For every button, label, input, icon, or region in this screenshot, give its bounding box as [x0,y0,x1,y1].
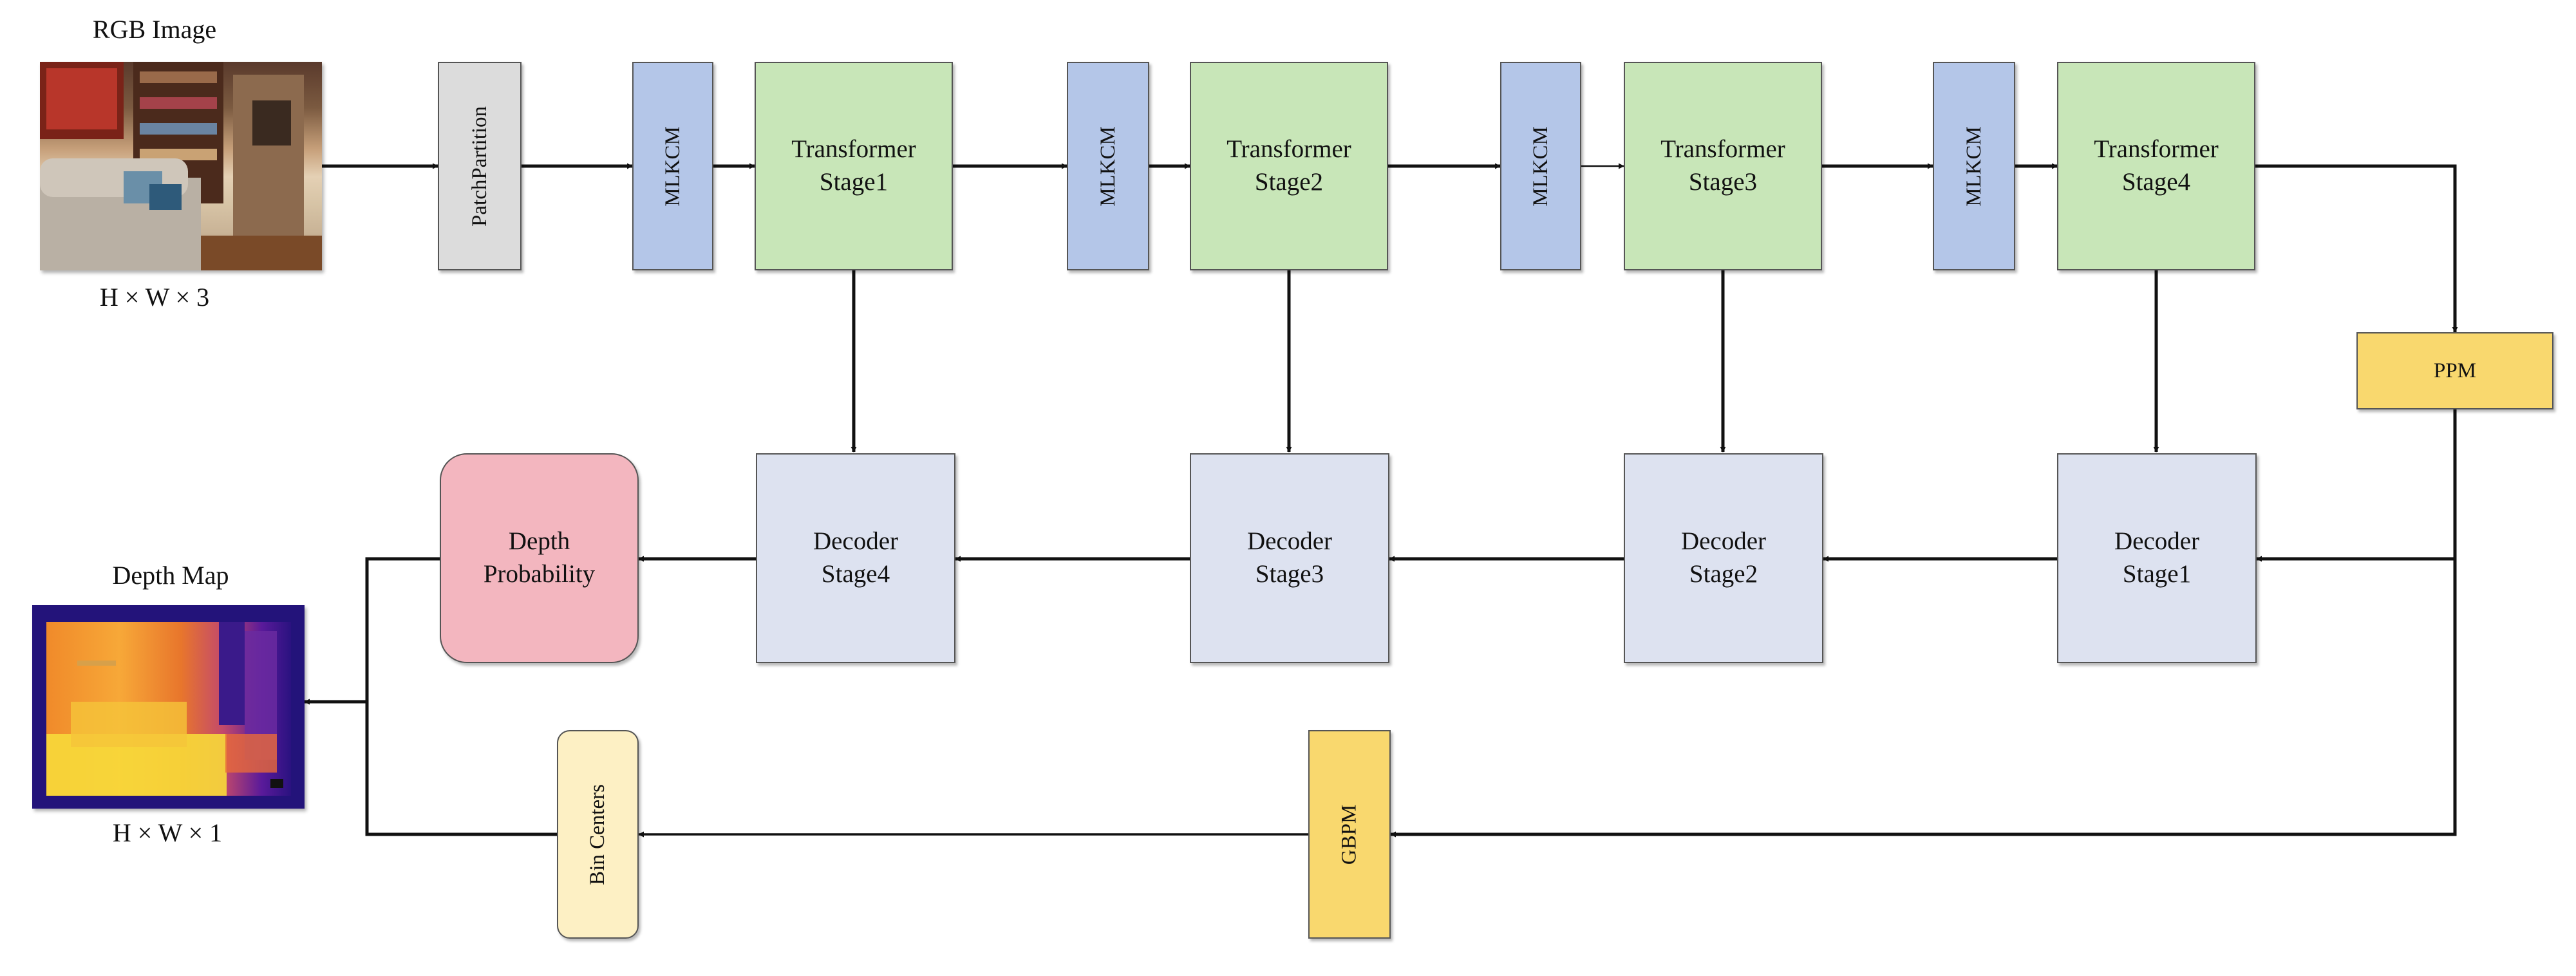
mlkcm-label-3: MLKCM [1528,126,1552,207]
ppm-block: PPM [2356,332,2553,409]
depth-map-thumbnail [32,605,305,809]
mlkcm-block-4: MLKCM [1933,62,2015,270]
mlkcm-block-2: MLKCM [1067,62,1149,270]
decoder-stage-4: Decoder Stage4 [756,453,955,663]
rgb-image-dims: H × W × 3 [99,283,210,312]
bin-centers-label: Bin Centers [586,784,610,885]
gbpm-block: GBPM [1308,730,1391,939]
depth-map-dims: H × W × 1 [112,818,223,847]
gbpm-label: GBPM [1337,804,1361,865]
arrow-ppm-to-gbpm [1390,559,2457,838]
patch-partition-block: PatchPartition [438,62,522,270]
mlkcm-block-3: MLKCM [1500,62,1581,270]
arrow-ppm-to-decoder1 [2256,409,2457,562]
rgb-image-thumbnail [40,62,322,270]
line-depth-probability-to-merge [365,557,557,836]
mlkcm-block-1: MLKCM [632,62,713,270]
transformer-stage-2: Transformer Stage2 [1190,62,1388,270]
decoder-stage-2: Decoder Stage2 [1624,453,1823,663]
transformer-stage-4: Transformer Stage4 [2057,62,2255,270]
depth-map-title: Depth Map [112,561,229,590]
rgb-image-title: RGB Image [92,15,217,44]
arrow-ts4-to-ppm [2255,164,2458,333]
mlkcm-label-4: MLKCM [1962,126,1986,207]
patch-partition-label: PatchPartition [467,106,491,227]
transformer-stage-3: Transformer Stage3 [1624,62,1822,270]
bin-centers-block: Bin Centers [557,730,639,939]
depth-probability-block: Depth Probability [440,453,639,663]
decoder-stage-1: Decoder Stage1 [2057,453,2257,663]
transformer-stage-1: Transformer Stage1 [755,62,953,270]
mlkcm-label-1: MLKCM [661,126,684,207]
mlkcm-label-2: MLKCM [1096,126,1120,207]
decoder-stage-3: Decoder Stage3 [1190,453,1389,663]
